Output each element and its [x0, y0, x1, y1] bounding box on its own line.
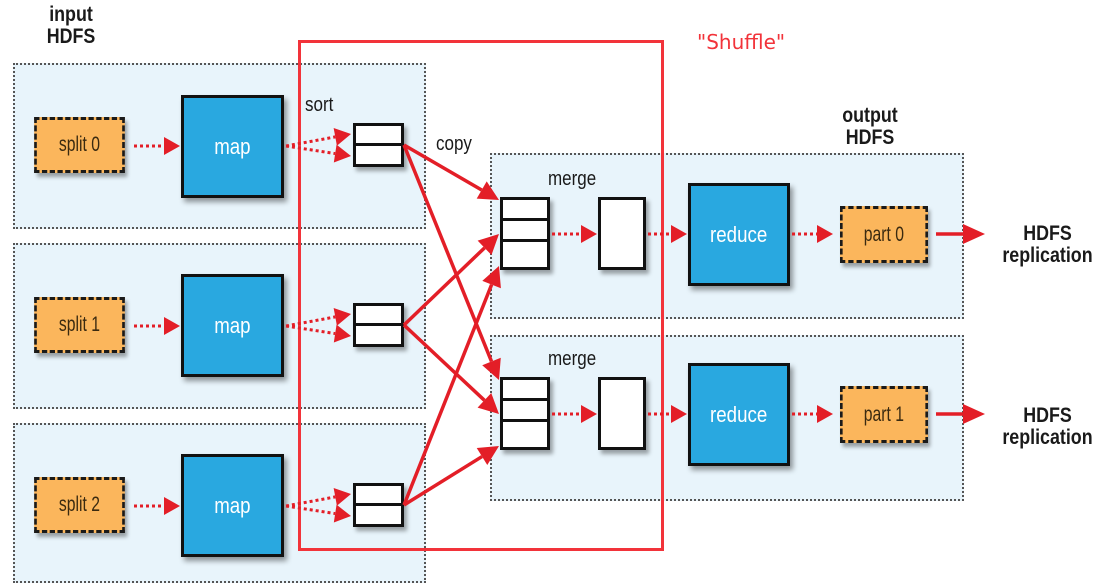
split-2: split 2 — [34, 477, 125, 533]
copy-arrow-1-1-head — [477, 393, 499, 414]
copy-arrow-1-1 — [402, 323, 486, 402]
map-to-sort-arrow-1b-head — [333, 324, 351, 343]
merge-stack-1 — [500, 377, 550, 450]
split-0-label: split 0 — [58, 133, 101, 156]
merge-label-1: merge — [548, 348, 597, 370]
merge-arrow-1-head — [581, 405, 597, 423]
map-task-0: map — [181, 95, 284, 198]
copy-arrow-2-1 — [403, 455, 483, 507]
input-label-line1: input — [49, 3, 93, 26]
input-label-line2: HDFS — [46, 25, 96, 48]
copy-arrow-1-0 — [402, 246, 486, 327]
part-1: part 1 — [840, 386, 928, 443]
sort-buffer-1 — [353, 303, 404, 347]
map-to-sort-arrow-1b — [285, 324, 336, 336]
shuffle-label: "Shuffle" — [697, 30, 786, 54]
split-1: split 1 — [34, 297, 125, 353]
output-label-line1: output — [842, 104, 898, 127]
copy-arrow-0-0-head — [476, 181, 499, 200]
sort-label: sort — [305, 94, 334, 116]
reduce-0-label: reduce — [710, 221, 768, 247]
reduce-to-part-arrow-1-head — [817, 405, 833, 423]
map-to-sort-arrow-0b — [285, 144, 336, 156]
output-hdfs-label: output HDFS — [836, 105, 904, 149]
merge-label-0: merge — [548, 168, 597, 190]
reduce-task-1: reduce — [688, 363, 790, 466]
to-reduce-arrow-0-head — [671, 225, 687, 243]
flow-arrows — [134, 128, 985, 523]
replication-1-line1: HDFS — [1023, 404, 1072, 427]
reduce-task-0: reduce — [688, 183, 790, 286]
map-task-2: map — [181, 454, 284, 557]
map-1-label: map — [214, 312, 251, 338]
copy-arrow-2-0-head — [482, 266, 501, 289]
replication-label-1: HDFS replication — [994, 405, 1100, 449]
map-to-sort-arrow-1a-head — [333, 308, 351, 326]
replication-0-line2: replication — [1002, 244, 1093, 267]
input-hdfs-label: input HDFS — [41, 4, 101, 48]
reduce-1-label: reduce — [710, 401, 768, 427]
map-to-sort-arrow-2b-head — [333, 504, 351, 523]
replication-1-line2: replication — [1002, 426, 1093, 449]
copy-arrow-0-1-head — [482, 357, 501, 380]
replication-arrow-0-head — [963, 224, 985, 244]
map-2-label: map — [214, 492, 251, 518]
part-0-label: part 0 — [863, 222, 905, 246]
sort-buffer-0 — [353, 123, 404, 167]
map-to-sort-arrow-2b — [285, 504, 336, 516]
replication-arrow-1-head — [963, 404, 985, 424]
merge-arrow-0-head — [581, 225, 597, 243]
map-to-sort-arrow-0a-head — [333, 128, 351, 146]
to-reduce-arrow-1-head — [671, 405, 687, 423]
split-to-map-arrow-0-head — [164, 137, 180, 155]
replication-0-line1: HDFS — [1023, 222, 1072, 245]
merged-output-0 — [598, 197, 646, 270]
output-label-line2: HDFS — [845, 126, 895, 149]
part-0: part 0 — [840, 206, 928, 263]
merged-output-1 — [598, 377, 646, 450]
map-to-sort-arrow-2a-head — [333, 488, 351, 506]
map-to-sort-arrow-0a — [285, 135, 336, 148]
copy-arrow-1-0-head — [477, 234, 499, 256]
map-0-label: map — [214, 133, 251, 159]
split-to-map-arrow-1-head — [164, 317, 180, 335]
copy-arrow-2-1-head — [476, 446, 499, 466]
copy-arrow-2-0 — [402, 283, 494, 506]
map-task-1: map — [181, 274, 284, 377]
split-2-label: split 2 — [58, 493, 101, 516]
map-to-sort-arrow-0b-head — [333, 144, 351, 163]
map-to-sort-arrow-2a — [285, 495, 336, 508]
sort-buffer-2 — [353, 483, 404, 527]
merge-stack-0 — [500, 197, 550, 270]
split-0: split 0 — [34, 117, 125, 173]
split-to-map-arrow-2-head — [164, 497, 180, 515]
reduce-to-part-arrow-0-head — [817, 225, 833, 243]
copy-label: copy — [436, 133, 472, 155]
map-to-sort-arrow-1a — [285, 315, 336, 328]
shuffle-region — [298, 40, 664, 551]
copy-arrow-0-0 — [403, 143, 483, 192]
replication-label-0: HDFS replication — [994, 223, 1100, 267]
split-1-label: split 1 — [58, 313, 101, 336]
part-1-label: part 1 — [863, 402, 905, 426]
